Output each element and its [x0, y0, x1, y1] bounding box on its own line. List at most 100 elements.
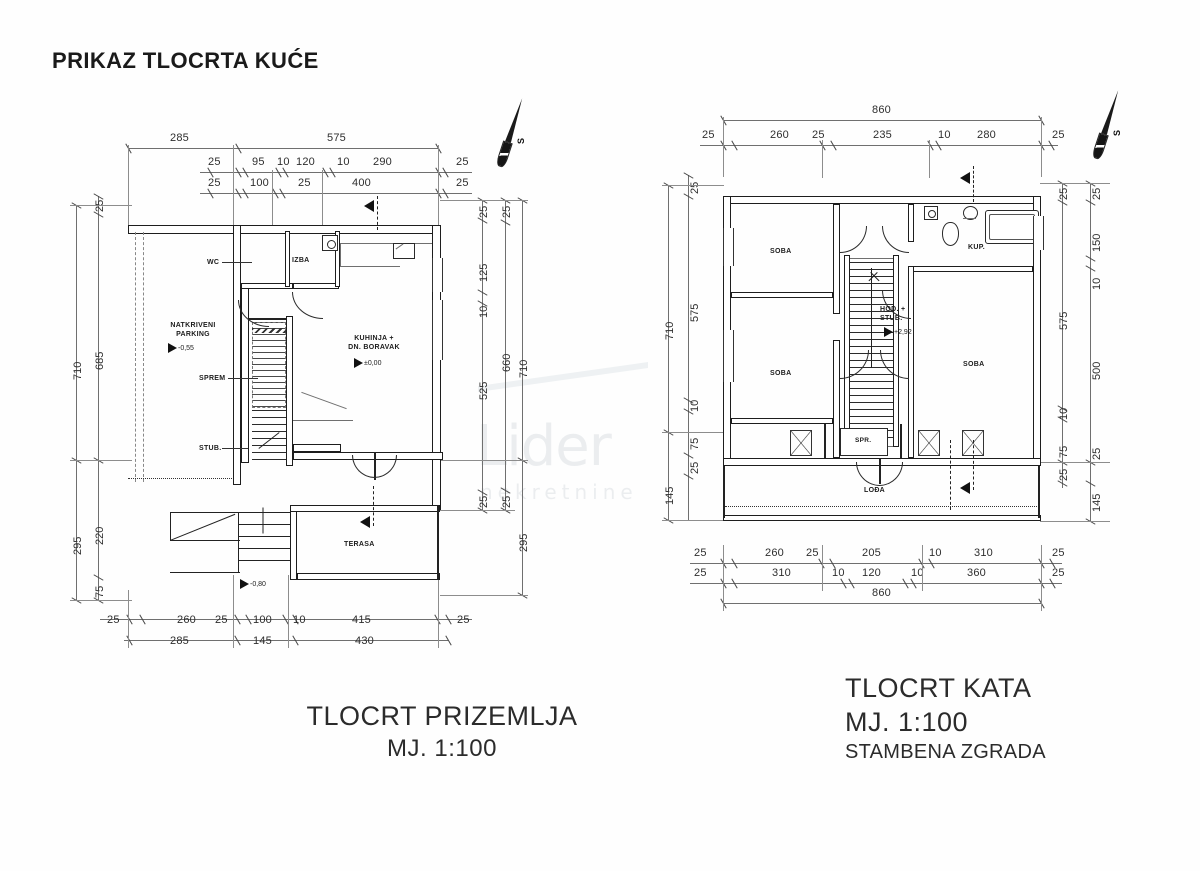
- dim-leftin-685: 685: [94, 351, 106, 370]
- dim-up-bot1-260: 260: [765, 547, 784, 559]
- elevation-flag-icon: [354, 358, 363, 368]
- elevation-flag-icon: [168, 343, 177, 353]
- dim-bot2-145: 145: [253, 635, 272, 647]
- dim-up-top2-260: 260: [770, 129, 789, 141]
- dim-up-rout-25b: 25: [1091, 447, 1103, 460]
- dim-rmid-25a: 25: [501, 205, 513, 218]
- dim-rin-25a: 25: [478, 205, 490, 218]
- closet-right: [918, 430, 940, 456]
- dim-bot2-285: 285: [170, 635, 189, 647]
- dim-top3-25c: 25: [456, 177, 469, 189]
- room-label-soba-3: SOBA: [963, 361, 985, 368]
- dim-up-bot2-25a: 25: [694, 567, 707, 579]
- dim-up-top2-235: 235: [873, 129, 892, 141]
- dim-up-top1-860: 860: [872, 104, 891, 116]
- dim-up-lin-75: 75: [689, 437, 701, 450]
- storage-spr: [840, 428, 888, 456]
- dim-up-bot2-310: 310: [772, 567, 791, 579]
- dim-up-bot2-360: 360: [967, 567, 986, 579]
- dim-up-rin-10: 10: [1058, 407, 1070, 420]
- dim-up-top2-25c: 25: [1052, 129, 1065, 141]
- dim-up-top2-25b: 25: [812, 129, 825, 141]
- wall-up-v4: [833, 340, 840, 458]
- dim-up-bot2-10a: 10: [832, 567, 845, 579]
- wall-izba-right: [335, 231, 340, 287]
- room-label-terasa: TERASA: [344, 541, 375, 548]
- dim-up-rout-10: 10: [1091, 277, 1103, 290]
- dim-top2-10b: 10: [337, 156, 350, 168]
- wall-up-top: [723, 196, 1041, 204]
- dim-bot1-10: 10: [293, 614, 306, 626]
- dim-top3-25a: 25: [208, 177, 221, 189]
- dim-up-bot1-25c: 25: [1052, 547, 1065, 559]
- room-label-stub: STUB.: [199, 445, 222, 452]
- room-label-spr: SPR.: [855, 437, 872, 444]
- elevation-flag-icon: [240, 579, 249, 589]
- caption-ground-scale: MJ. 1:100: [387, 734, 497, 762]
- dim-bot1-25a: 25: [107, 614, 120, 626]
- dim-up-bot1-25a: 25: [694, 547, 707, 559]
- dim-top2-290: 290: [373, 156, 392, 168]
- dim-up-left-710: 710: [664, 321, 676, 340]
- wall-up-v1: [833, 204, 840, 314]
- watermark-brand: Lider: [476, 414, 612, 479]
- wall-izba-bottom: [293, 283, 339, 289]
- dim-up-lin-10: 10: [689, 399, 701, 412]
- dim-top2-10a: 10: [277, 156, 290, 168]
- room-label-hod-stub: HOD. + STUB.: [880, 306, 906, 323]
- dim-up-rout-25a: 25: [1091, 187, 1103, 200]
- dim-up-top2-10: 10: [938, 129, 951, 141]
- dim-up-rout-500: 500: [1091, 361, 1103, 380]
- dim-up-left-145: 145: [664, 486, 676, 505]
- dim-top3-100: 100: [250, 177, 269, 189]
- dim-rin-25b: 25: [478, 495, 490, 508]
- caption-upper-extra: STAMBENA ZGRADA: [845, 740, 1046, 763]
- dim-left-295: 295: [72, 536, 84, 555]
- dim-up-top2-25a: 25: [702, 129, 715, 141]
- caption-ground-floor: TLOCRT PRIZEMLJA MJ. 1:100: [272, 700, 612, 764]
- room-label-soba-2: SOBA: [770, 370, 792, 377]
- north-arrow-icon: S: [492, 96, 526, 170]
- dim-leftin-220: 220: [94, 526, 106, 545]
- dim-up-rin-25b: 25: [1058, 468, 1070, 481]
- dim-rout-710: 710: [518, 359, 530, 378]
- elevation-hod-stub: +2,92: [884, 327, 912, 337]
- dim-rout-295: 295: [518, 533, 530, 552]
- dim-leftin-75: 75: [94, 585, 106, 598]
- wall-up-h3: [908, 266, 1033, 272]
- dim-up-rin-575: 575: [1058, 311, 1070, 330]
- dim-up-bot3-860: 860: [872, 587, 891, 599]
- dim-up-bot1-10: 10: [929, 547, 942, 559]
- north-arrow-icon-upper: S: [1088, 88, 1122, 162]
- dim-up-top2-280: 280: [977, 129, 996, 141]
- dim-bot1-25c: 25: [457, 614, 470, 626]
- dim-top2-25b: 25: [456, 156, 469, 168]
- watermark-roof-icon: [478, 362, 648, 452]
- north-label: S: [515, 137, 526, 145]
- dim-up-rout-145: 145: [1091, 493, 1103, 512]
- stair-landing: [293, 444, 341, 452]
- dim-up-rin-75: 75: [1058, 445, 1070, 458]
- room-label-kup: KUP.: [968, 244, 986, 251]
- caption-upper-scale: MJ. 1:100: [845, 706, 969, 737]
- page-title: PRIKAZ TLOCRTA KUĆE: [52, 48, 319, 73]
- closet-left: [790, 430, 812, 456]
- dim-top3-25b: 25: [298, 177, 311, 189]
- wall-up-h1: [731, 292, 833, 298]
- wall-wc-bottom: [241, 283, 293, 289]
- north-label-upper: S: [1111, 129, 1122, 137]
- dim-up-lin-575: 575: [689, 303, 701, 322]
- caption-upper-title: TLOCRT KATA: [845, 673, 1032, 703]
- room-label-sprem: SPREM: [199, 375, 226, 382]
- room-label-natkriveni-parking: NATKRIVENI PARKING: [170, 322, 216, 339]
- dim-up-bot1-25b: 25: [806, 547, 819, 559]
- dim-bot1-100: 100: [253, 614, 272, 626]
- wall-loggia-edge: [723, 515, 1041, 521]
- dim-up-bot1-310: 310: [974, 547, 993, 559]
- dim-bot1-415: 415: [352, 614, 371, 626]
- elevation-terasa: -0,80: [240, 579, 266, 589]
- dim-top1-575: 575: [327, 132, 346, 144]
- room-label-loda: LOĐA: [864, 487, 886, 494]
- wall-top-ground: [128, 225, 440, 234]
